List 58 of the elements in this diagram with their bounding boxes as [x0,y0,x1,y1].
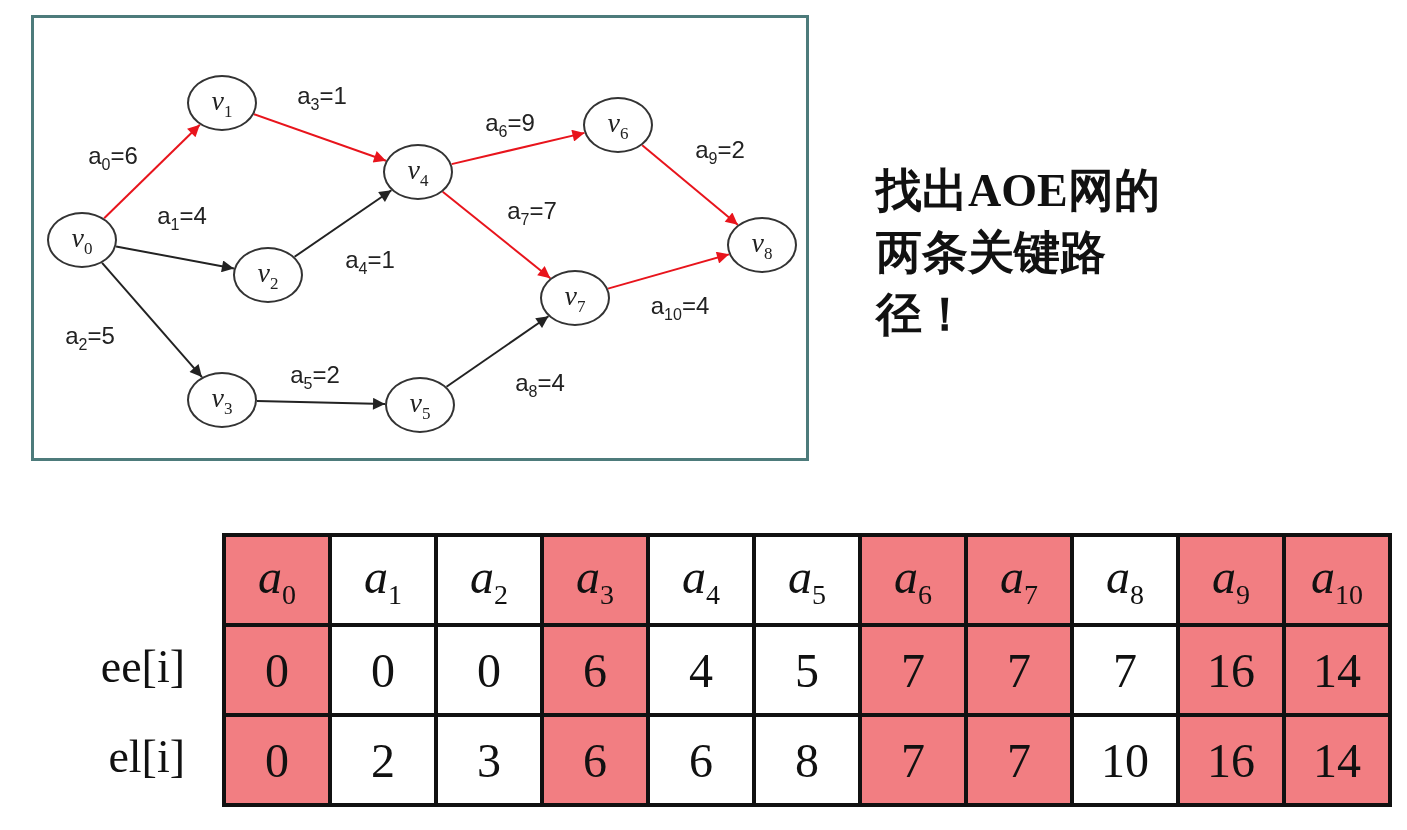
arrow [253,113,387,163]
column-header: a$_{6}$ [862,537,964,623]
arrow [115,245,235,273]
arrow [103,123,201,220]
edge-label: a$_{0}$=6 [88,142,138,174]
arrow [607,251,730,290]
row-label: el[i] [107,730,185,783]
table-cell: 14 [1286,717,1388,803]
table-cell: 0 [438,627,540,713]
column-header: a$_{7}$ [968,537,1070,623]
table-cell: 5 [756,627,858,713]
table-cell: 6 [650,717,752,803]
edge-label: a$_{9}$=2 [695,136,745,168]
arrow [256,397,386,410]
edge-label: a$_{5}$=2 [290,361,340,393]
column-header: a$_{1}$ [332,537,434,623]
table-cell: 8 [756,717,858,803]
column-header: a$_{9}$ [1180,537,1282,623]
edge-label: a$_{6}$=9 [485,109,535,141]
arrow [441,190,552,280]
table-cell: 7 [1074,627,1176,713]
edge-label: a$_{10}$=4 [650,292,710,324]
column-header: a$_{10}$ [1286,537,1388,623]
arrow [450,129,586,166]
arrow [641,144,739,226]
table-cell: 7 [968,717,1070,803]
edge-label: a$_{1}$=4 [157,202,207,234]
edge-label: a$_{3}$=1 [297,82,347,114]
table-cell: 16 [1180,627,1282,713]
table-cell: 0 [226,717,328,803]
column-header: a$_{5}$ [756,537,858,623]
table-cell: 16 [1180,717,1282,803]
column-header: a$_{0}$ [226,537,328,623]
table-cell: 7 [862,627,964,713]
arrow [445,315,550,388]
table-cell: 10 [1074,717,1176,803]
column-header: a$_{4}$ [650,537,752,623]
column-header: a$_{2}$ [438,537,540,623]
edge-label: a$_{8}$=4 [515,369,565,401]
table-cell: 7 [968,627,1070,713]
table-cell: 0 [226,627,328,713]
edge-label: a$_{4}$=1 [345,246,395,278]
arrow [293,189,393,258]
row-label: ee[i] [99,640,185,693]
table-cell: 7 [862,717,964,803]
edge-label: a$_{2}$=5 [65,322,115,354]
table-cell: 6 [544,717,646,803]
heading-text: 找出AOE网的两条关键路径！ [876,164,1161,342]
column-header: a$_{8}$ [1074,537,1176,623]
table-cell: 0 [332,627,434,713]
table-cell: 2 [332,717,434,803]
column-header: a$_{3}$ [544,537,646,623]
arrow [101,261,203,379]
table-cell: 14 [1286,627,1388,713]
table-cell: 4 [650,627,752,713]
edge-label: a$_{7}$=7 [507,197,557,229]
table-cell: 6 [544,627,646,713]
table-cell: 3 [438,717,540,803]
